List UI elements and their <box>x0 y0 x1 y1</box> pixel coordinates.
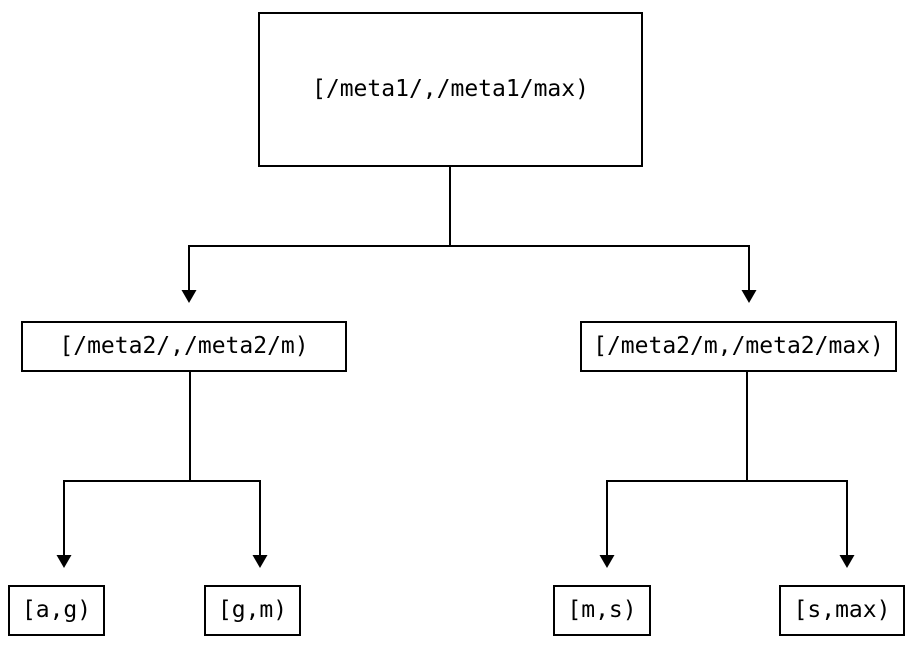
edge-mid-left-to-leaf-2 <box>190 480 268 568</box>
node-leaf-3-label: [m,s) <box>567 597 637 623</box>
node-leaf-3[interactable]: [m,s) <box>553 585 651 636</box>
node-leaf-1-label: [a,g) <box>21 597 92 623</box>
node-mid-left[interactable]: [/meta2/,/meta2/m) <box>21 321 347 372</box>
arrowhead-icon <box>252 555 268 568</box>
node-leaf-2-label: [g,m) <box>217 597 288 623</box>
node-leaf-4-label: [s,max) <box>793 597 891 623</box>
edge-root-to-mid-right <box>450 245 757 303</box>
arrowhead-icon <box>741 290 757 303</box>
node-root-label: [/meta1/,/meta1/max) <box>312 76 589 102</box>
node-mid-left-label: [/meta2/,/meta2/m) <box>59 333 309 359</box>
arrowhead-icon <box>599 555 615 568</box>
edge-mid-left-to-leaf-1 <box>56 372 191 568</box>
edge-mid-right-to-leaf-4 <box>747 480 855 568</box>
node-leaf-1[interactable]: [a,g) <box>8 585 105 636</box>
node-leaf-2[interactable]: [g,m) <box>204 585 301 636</box>
node-root[interactable]: [/meta1/,/meta1/max) <box>258 12 643 167</box>
arrowhead-icon <box>839 555 855 568</box>
node-mid-right[interactable]: [/meta2/m,/meta2/max) <box>580 321 897 372</box>
edge-root-to-mid-left <box>181 167 451 303</box>
edge-mid-right-to-leaf-3 <box>599 372 748 568</box>
arrowhead-icon <box>56 555 72 568</box>
arrowhead-icon <box>181 290 197 303</box>
node-mid-right-label: [/meta2/m,/meta2/max) <box>593 333 884 359</box>
node-leaf-4[interactable]: [s,max) <box>779 585 905 636</box>
